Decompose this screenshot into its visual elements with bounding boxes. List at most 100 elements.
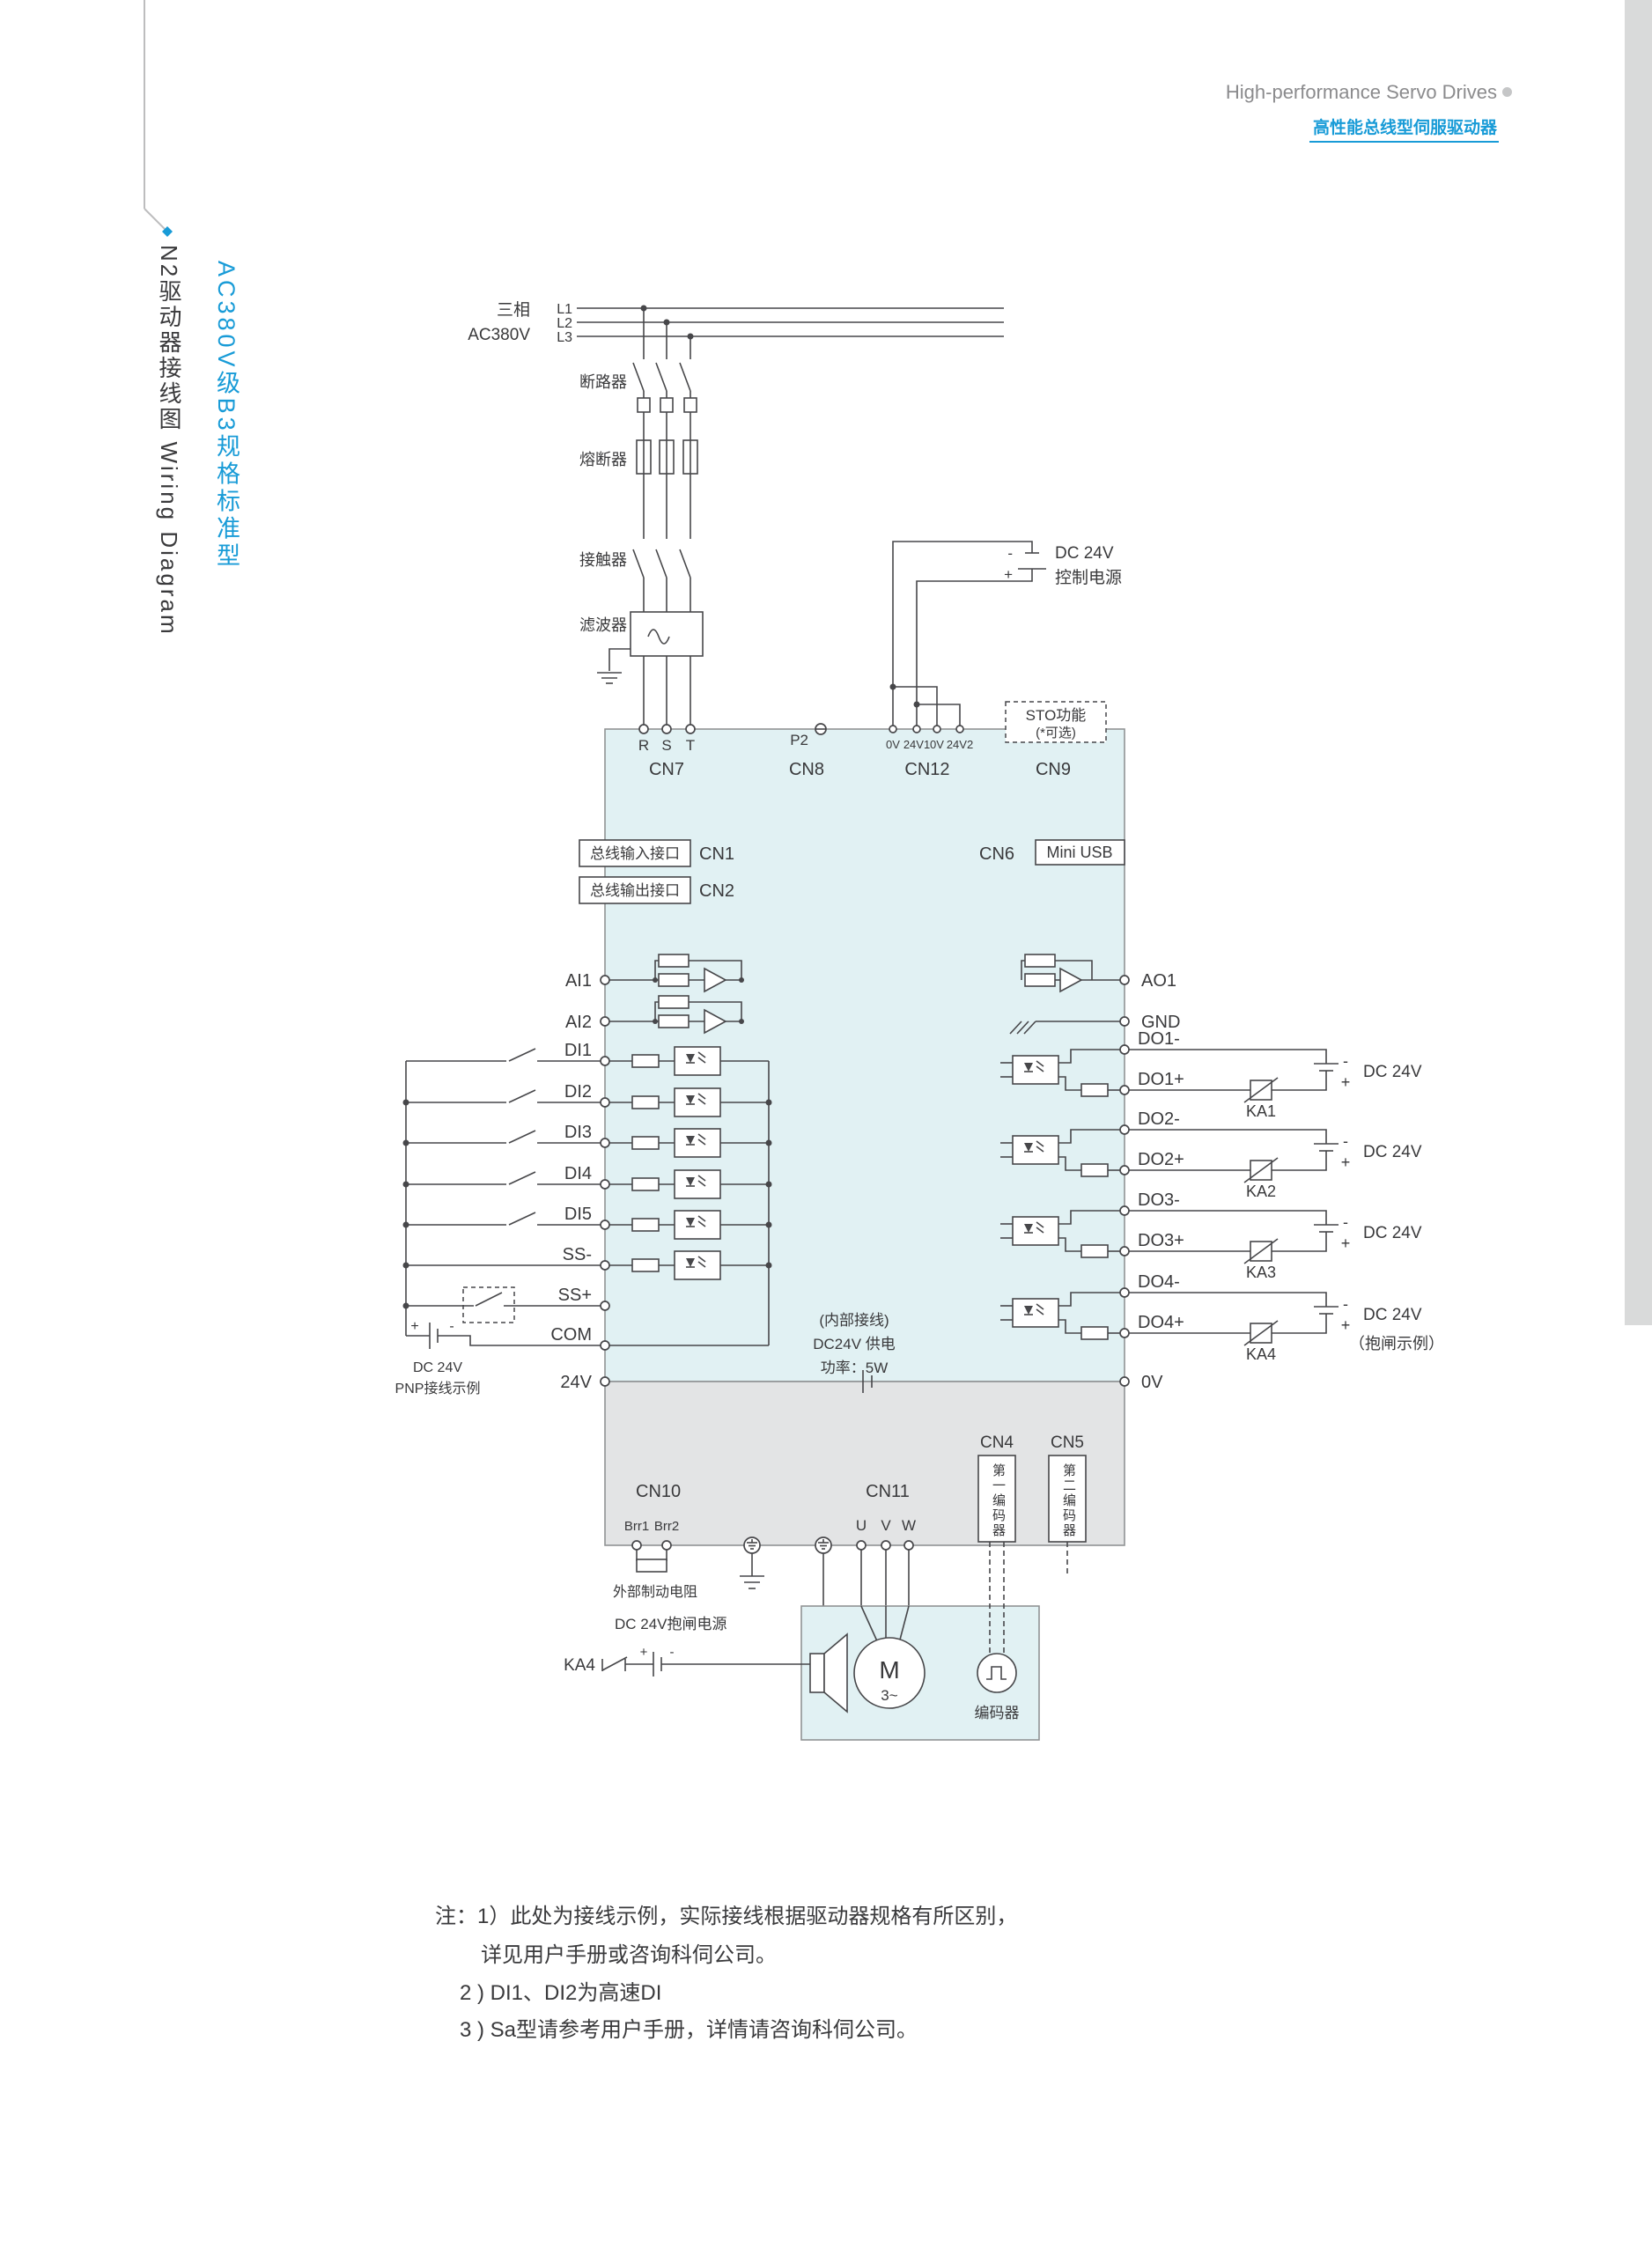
header-title-zh: 高性能总线型伺服驱动器: [1312, 119, 1497, 137]
pnp-plus: +: [410, 1319, 418, 1334]
motor-circle: [853, 1637, 926, 1709]
side-title-spec: AC380V级B3规格标准型: [213, 261, 240, 571]
cn12-t2-label: 24V1: [903, 738, 930, 751]
do2-plus-label: DO2+: [1138, 1150, 1184, 1169]
pnp-battery: + - DC 24V PNP接线示例: [395, 1319, 601, 1396]
terminal-r: R: [638, 737, 649, 754]
cn7-label: CN7: [649, 760, 684, 779]
cn2-label: CN2: [699, 881, 734, 901]
do2-battery-plus: +: [1341, 1153, 1351, 1171]
di4-label: DI4: [564, 1164, 592, 1183]
ss-minus-label: SS-: [563, 1245, 592, 1264]
l1-label: L1: [557, 302, 572, 317]
do4-plus-label: DO4+: [1138, 1313, 1184, 1332]
bus-interfaces: 总线输入接口 CN1 总线输出接口 CN2 CN6 Mini USB: [579, 839, 1125, 904]
bottom-connectors: CN10 Brr1 Brr2 CN11 U V W: [624, 1433, 1087, 1554]
encoder1-vertical-label: 第一编码器: [991, 1463, 1006, 1538]
sto-function: STO功能 (*可选) CN9: [1005, 701, 1107, 779]
cn12-t4-label: 24V2: [947, 738, 973, 751]
filter-label: 滤波器: [579, 616, 627, 634]
do2-minus-label: DO2-: [1138, 1109, 1180, 1129]
motor-assembly: M 3~ 编码器: [800, 1542, 1068, 1741]
cn6-label: CN6: [979, 844, 1014, 864]
sto-label-1: STO功能: [1026, 707, 1087, 724]
brr1-label: Brr1: [624, 1519, 649, 1534]
do1-dc24v-label: DC 24V: [1363, 1063, 1422, 1081]
cn5-label: CN5: [1051, 1433, 1084, 1452]
control-supply-label-2: 控制电源: [1055, 568, 1122, 587]
do4-dc24v-label: DC 24V: [1363, 1306, 1422, 1324]
do3-battery-plus: +: [1341, 1234, 1351, 1252]
v-label: V: [881, 1517, 891, 1534]
pnp-label-1: DC 24V: [413, 1360, 462, 1375]
phase-label-2: AC380V: [468, 326, 530, 344]
cn12-t3-label: 0V: [930, 738, 944, 751]
cn1-label: CN1: [699, 844, 734, 864]
v24-label: 24V: [560, 1373, 592, 1392]
ai2-label: AI2: [565, 1013, 592, 1032]
di2-label: DI2: [564, 1082, 592, 1102]
ss-plus-switch: [406, 1286, 601, 1323]
internal-note-3: 功率：5W: [821, 1360, 889, 1376]
motor-m-label: M: [879, 1656, 899, 1684]
w-label: W: [902, 1517, 916, 1534]
terminal-s: S: [661, 737, 671, 754]
do1-battery-plus: +: [1341, 1073, 1351, 1091]
brake-battery-minus: -: [670, 1645, 675, 1660]
do3-plus-label: DO3+: [1138, 1231, 1184, 1250]
do3-minus-label: DO3-: [1138, 1190, 1180, 1210]
ka4-relay-label: KA4: [1246, 1345, 1276, 1363]
pnp-minus: -: [449, 1319, 454, 1334]
cn8-terminal: P2 CN8: [789, 723, 827, 779]
ao1-label: AO1: [1141, 971, 1176, 991]
brake-example-note: （抱闸示例）: [1349, 1335, 1444, 1352]
ai1-amplifier: [609, 954, 744, 993]
brr2-label: Brr2: [654, 1519, 679, 1534]
breaker-label: 断路器: [579, 373, 627, 391]
control-supply-minus: -: [1007, 545, 1013, 562]
brake-supply-label: DC 24V抱闸电源: [615, 1616, 727, 1632]
brake-battery-plus: +: [640, 1645, 648, 1660]
corner-decoration: [144, 208, 173, 237]
control-supply: - + DC 24V 控制电源: [889, 541, 1122, 726]
ka4-contact-label: KA4: [564, 1656, 595, 1675]
internal-note-2: DC24V 供电: [813, 1336, 896, 1352]
note-line-1: 注：1）此处为接线示例，实际接线根据驱动器规格有所区别，: [435, 1905, 1018, 1928]
ka2-label: KA2: [1246, 1183, 1276, 1200]
di5-label: DI5: [564, 1205, 592, 1224]
header-underline: [1309, 141, 1499, 143]
do1-plus-label: DO1+: [1138, 1070, 1184, 1089]
filter-symbol: [597, 611, 704, 684]
analog-inputs: AI1 AI2: [565, 954, 744, 1035]
bus-out-label: 总线输出接口: [590, 882, 680, 899]
cn12-terminals: 0V 24V1 0V 24V2 CN12: [886, 725, 973, 779]
header-dot-icon: [1502, 87, 1512, 97]
ai2-amplifier: [609, 995, 744, 1035]
digital-inputs: DI1 DI2 DI3 DI4 DI5 SS- SS+ COM: [395, 1041, 772, 1396]
v0-label: 0V: [1141, 1373, 1163, 1392]
terminal-t: T: [686, 737, 695, 754]
note-line-3: 2 ) DI1、DI2为高速DI: [460, 1981, 662, 2005]
header-title-en: High-performance Servo Drives: [1225, 81, 1497, 103]
note-line-2: 详见用户手册或咨询科伺公司。: [481, 1943, 777, 1967]
bus-in-label: 总线输入接口: [590, 845, 680, 862]
ka3-label: KA3: [1246, 1264, 1276, 1281]
ss-plus-label: SS+: [558, 1286, 592, 1305]
brake-horn-symbol: [809, 1632, 848, 1713]
do1-battery-minus: -: [1343, 1052, 1348, 1070]
ao1-amplifier: [1021, 954, 1120, 993]
pe-terminal-1: [743, 1536, 761, 1554]
encoder2-vertical-label: 第二编码器: [1061, 1463, 1076, 1538]
do2-battery-minus: -: [1343, 1132, 1348, 1150]
side-title-wiring: N2驱动器接线图 Wiring Diagram: [156, 245, 182, 637]
three-phase-input: 三相 AC380V L1 L2 L3 断路器 熔断器 接触器 滤波器: [468, 300, 1004, 725]
do4-battery-plus: +: [1341, 1316, 1351, 1334]
di3-label: DI3: [564, 1123, 592, 1142]
l3-label: L3: [557, 330, 572, 345]
pe-terminal-2: [815, 1536, 832, 1554]
encoder-label: 编码器: [975, 1705, 1020, 1721]
cn11-label: CN11: [866, 1482, 910, 1501]
pulse-icon: [986, 1666, 1007, 1680]
